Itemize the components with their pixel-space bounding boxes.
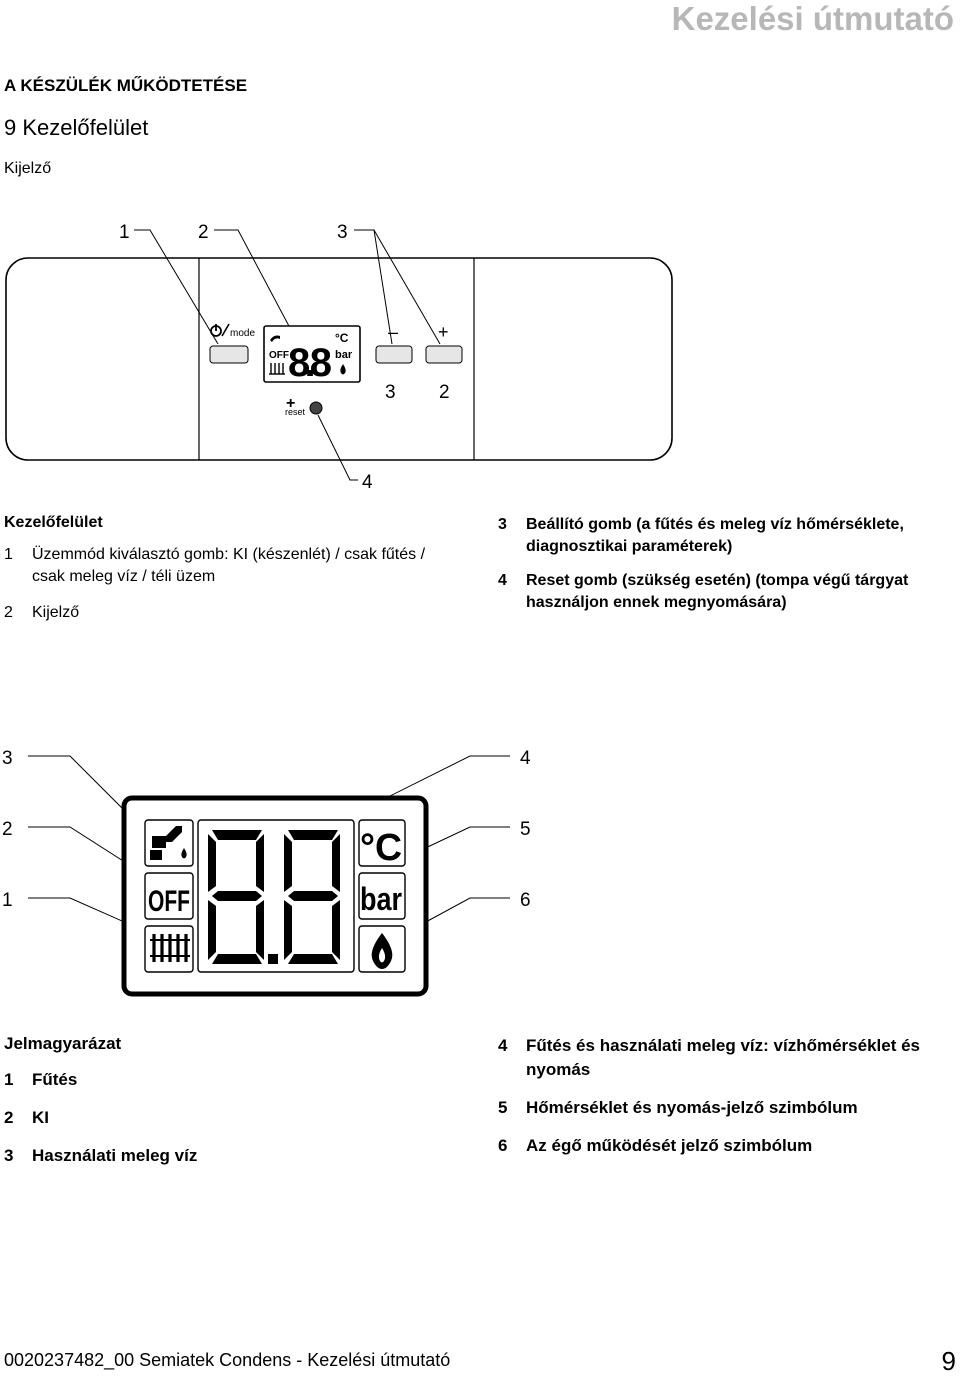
mode-button-group: mode [209, 323, 255, 364]
minus-callout: 3 [385, 382, 396, 403]
leader-3b [373, 229, 441, 345]
leader-1 [134, 229, 219, 345]
celsius-cell [358, 819, 406, 867]
mode-label: mode [230, 328, 255, 339]
lcd-bezel [121, 795, 429, 997]
legend-left: Jelmagyarázat 1 Fűtés 2 KI 3 Használati … [4, 1034, 464, 1168]
callout-3: 3 [337, 222, 348, 243]
legend-item-2: 2 KI [4, 1108, 49, 1127]
footer-doc: 0020237482_00 Semiatek Condens - Kezelés… [4, 1350, 451, 1370]
legend-heading: Jelmagyarázat [4, 1034, 122, 1053]
caption-item-4: 4 Reset gomb (szükség esetén) (tompa vég… [498, 572, 909, 611]
caption-right: 3 Beállító gomb (a fűtés és meleg víz hő… [498, 514, 938, 614]
svg-text:+: + [286, 395, 295, 412]
caption-heading: Kezelőfelület [4, 514, 103, 531]
leader-4 [317, 414, 358, 481]
legend-item-3: 3 Használati meleg víz [4, 1146, 198, 1165]
section-title: 9 Kezelőfelület [4, 115, 149, 140]
legend-item-4: 4 Fűtés és használati meleg víz: vízhőmé… [498, 1036, 920, 1079]
disp-callout-1: 1 [2, 890, 13, 911]
legend-item-1: 1 Fűtés [4, 1070, 78, 1089]
radiator-icon-small [269, 363, 285, 375]
caption-item-1: 1 Üzemmód kiválasztó gomb: KI (készenlét… [4, 546, 426, 585]
celsius-label: °C [360, 827, 402, 869]
tap-icon-small [270, 335, 280, 342]
radiator-icon [150, 934, 190, 962]
leader-2 [214, 229, 291, 329]
bar-label: bar [360, 881, 402, 917]
plus-button[interactable] [425, 345, 463, 364]
radiator-cell [144, 925, 194, 973]
reset-label: reset [285, 407, 306, 417]
section-subtitle: Kijelző [4, 160, 52, 177]
legend-right: 4 Fűtés és használati meleg víz: vízhőmé… [498, 1034, 956, 1158]
callout-4: 4 [362, 472, 373, 493]
legend-item-6: 6 Az égő működését jelző szimbólum [498, 1136, 813, 1155]
tap-icon [150, 826, 187, 860]
header-title: Kezelési útmutató [671, 0, 954, 37]
tap-cell [144, 819, 194, 867]
minus-button[interactable] [375, 345, 413, 364]
bar-cell [358, 872, 406, 920]
mini-celsius: °C [335, 331, 349, 345]
disp-callout-5: 5 [520, 819, 531, 840]
caption-left: Kezelőfelület 1 Üzemmód kiválasztó gomb:… [4, 514, 454, 624]
disp-callout-6: 6 [520, 890, 531, 911]
callout-2: 2 [198, 222, 209, 243]
off-label: OFF [148, 885, 190, 918]
plus-callout: 2 [439, 382, 450, 403]
disp-callout-2: 2 [2, 819, 13, 840]
reset-button[interactable] [309, 401, 323, 415]
legend-item-5: 5 Hőmérséklet és nyomás-jelző szimbólum [498, 1098, 858, 1117]
minus-label: – [388, 322, 398, 342]
mini-digits: 8.8 [288, 341, 332, 385]
digit-cell [197, 819, 355, 973]
slash-icon [221, 323, 230, 337]
disp-callout-4: 4 [520, 748, 531, 769]
page-number: 9 [941, 1346, 956, 1376]
section-kicker: A KÉSZÜLÉK MŰKÖDTETÉSE [4, 76, 248, 95]
off-cell [144, 872, 194, 920]
caption-item-3: 3 Beállító gomb (a fűtés és meleg víz hő… [498, 516, 904, 555]
callout-1: 1 [119, 222, 130, 243]
flame-icon [371, 933, 393, 969]
mini-lcd: OFF 8.8 °C bar [263, 325, 361, 385]
caption-item-2: 2 Kijelző [4, 604, 80, 621]
disp-callout-3: 3 [2, 748, 13, 769]
seven-segment-digits [208, 830, 340, 964]
mode-button[interactable] [209, 345, 249, 364]
mini-off-label: OFF [269, 350, 289, 361]
plus-label: + [438, 322, 449, 342]
display-diagram: 3 2 1 4 5 6 OFF [2, 748, 531, 997]
control-panel-diagram: 1 2 3 mode OFF 8.8 °C bar – + 3 2 + rese… [5, 222, 673, 493]
mini-bar: bar [335, 349, 353, 361]
flame-icon-small [340, 364, 346, 375]
flame-cell [358, 925, 406, 973]
